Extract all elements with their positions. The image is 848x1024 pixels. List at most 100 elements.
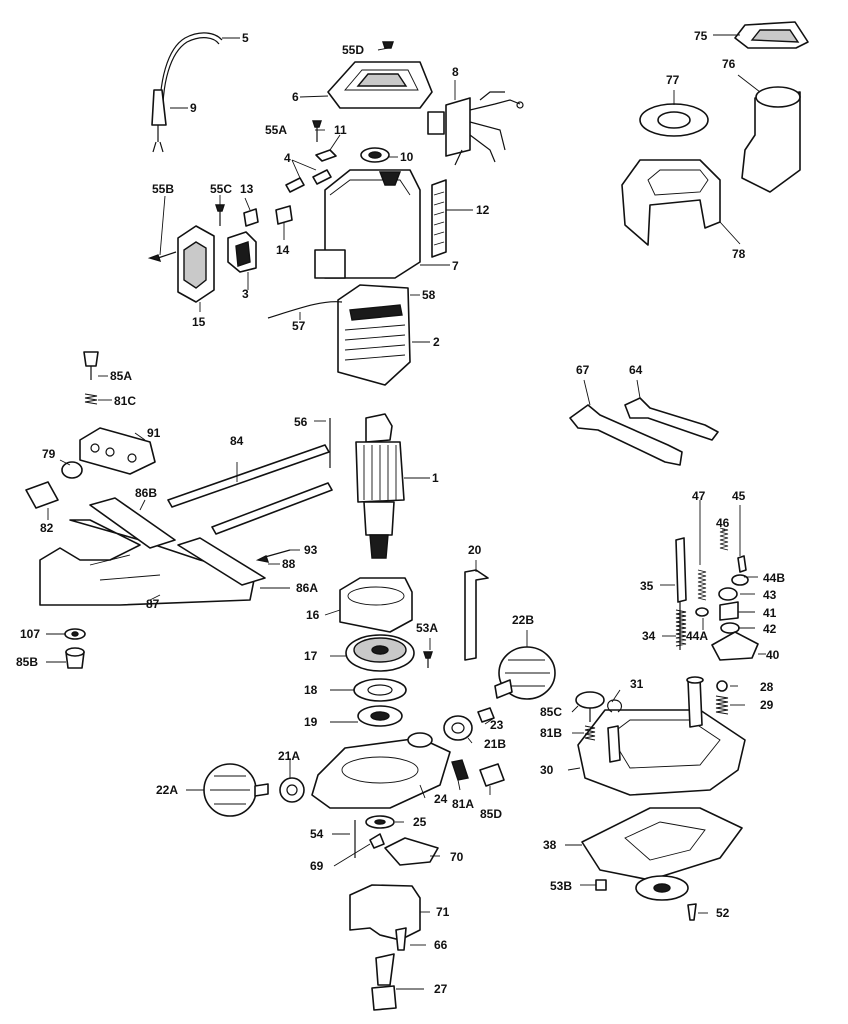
label-22B: 22B bbox=[512, 613, 534, 627]
label-22A: 22A bbox=[156, 783, 178, 797]
label-34: 34 bbox=[642, 629, 656, 643]
armature bbox=[329, 413, 405, 559]
label-28: 28 bbox=[760, 680, 774, 694]
label-2: 2 bbox=[433, 335, 440, 349]
label-56: 56 bbox=[294, 415, 308, 429]
label-81C: 81C bbox=[114, 394, 136, 408]
label-55B: 55B bbox=[152, 182, 174, 196]
label-27: 27 bbox=[434, 982, 448, 996]
label-6: 6 bbox=[292, 90, 299, 104]
label-58: 58 bbox=[422, 288, 436, 302]
label-24: 24 bbox=[434, 792, 448, 806]
fan-baffle bbox=[339, 577, 413, 633]
label-85B: 85B bbox=[16, 655, 38, 669]
depth-stop-parts bbox=[675, 527, 759, 661]
label-35: 35 bbox=[640, 579, 654, 593]
handle-knob-left bbox=[203, 763, 269, 817]
label-10: 10 bbox=[400, 150, 414, 164]
label-81B: 81B bbox=[540, 726, 562, 740]
plunge-base bbox=[575, 676, 746, 796]
collet-parts bbox=[349, 815, 439, 1011]
label-54: 54 bbox=[310, 827, 324, 841]
label-66: 66 bbox=[434, 938, 448, 952]
label-85D: 85D bbox=[480, 807, 502, 821]
label-7: 7 bbox=[452, 259, 459, 273]
label-67: 67 bbox=[576, 363, 590, 377]
label-19: 19 bbox=[304, 715, 318, 729]
guide-rods bbox=[167, 444, 333, 535]
label-107: 107 bbox=[20, 627, 40, 641]
label-21A: 21A bbox=[278, 749, 300, 763]
label-17: 17 bbox=[304, 649, 318, 663]
label-14: 14 bbox=[276, 243, 290, 257]
label-55A: 55A bbox=[265, 123, 287, 137]
stop-parts-left bbox=[64, 628, 86, 669]
label-53A: 53A bbox=[416, 621, 438, 635]
spacer-ring bbox=[353, 678, 407, 702]
label-18: 18 bbox=[304, 683, 318, 697]
label-76: 76 bbox=[722, 57, 736, 71]
handle-collars bbox=[279, 707, 495, 803]
label-77: 77 bbox=[666, 73, 680, 87]
part-labels: 5 9 55D 6 8 55A 11 10 4 55B 55C 13 12 14… bbox=[16, 29, 785, 996]
sub-base bbox=[581, 807, 743, 921]
label-40: 40 bbox=[766, 648, 780, 662]
label-81A: 81A bbox=[452, 797, 474, 811]
label-52: 52 bbox=[716, 906, 730, 920]
label-85C: 85C bbox=[540, 705, 562, 719]
label-38: 38 bbox=[543, 838, 557, 852]
field-stator bbox=[267, 284, 411, 386]
label-30: 30 bbox=[540, 763, 554, 777]
small-hardware-top bbox=[147, 120, 390, 263]
label-70: 70 bbox=[450, 850, 464, 864]
brush-assembly bbox=[427, 91, 524, 166]
label-3: 3 bbox=[242, 287, 249, 301]
label-42: 42 bbox=[763, 622, 777, 636]
motor-base bbox=[311, 732, 505, 809]
label-85A: 85A bbox=[110, 369, 132, 383]
label-20: 20 bbox=[468, 543, 482, 557]
handle-knob-right bbox=[494, 646, 556, 700]
label-84: 84 bbox=[230, 434, 244, 448]
top-cap bbox=[327, 41, 433, 109]
label-91: 91 bbox=[147, 426, 161, 440]
label-41: 41 bbox=[763, 606, 777, 620]
label-21B: 21B bbox=[484, 737, 506, 751]
label-46: 46 bbox=[716, 516, 730, 530]
label-44B: 44B bbox=[763, 571, 785, 585]
label-82: 82 bbox=[40, 521, 54, 535]
label-13: 13 bbox=[240, 182, 254, 196]
label-15: 15 bbox=[192, 315, 206, 329]
label-87: 87 bbox=[146, 597, 160, 611]
label-23: 23 bbox=[490, 718, 504, 732]
label-57: 57 bbox=[292, 319, 306, 333]
label-88: 88 bbox=[282, 557, 296, 571]
label-86B: 86B bbox=[135, 486, 157, 500]
label-55C: 55C bbox=[210, 182, 232, 196]
wrenches bbox=[569, 397, 719, 466]
cooling-fan bbox=[345, 634, 415, 672]
label-78: 78 bbox=[732, 247, 746, 261]
label-9: 9 bbox=[190, 101, 197, 115]
label-25: 25 bbox=[413, 815, 427, 829]
edge-guide-block bbox=[25, 351, 156, 509]
label-71: 71 bbox=[436, 905, 450, 919]
dust-extraction-kit bbox=[621, 21, 809, 246]
label-53B: 53B bbox=[550, 879, 572, 893]
label-47: 47 bbox=[692, 489, 706, 503]
label-5: 5 bbox=[242, 31, 249, 45]
label-55D: 55D bbox=[342, 43, 364, 57]
label-45: 45 bbox=[732, 489, 746, 503]
label-8: 8 bbox=[452, 65, 459, 79]
power-cord bbox=[151, 32, 223, 153]
label-64: 64 bbox=[629, 363, 643, 377]
label-29: 29 bbox=[760, 698, 774, 712]
guide-fence bbox=[39, 497, 291, 606]
label-75: 75 bbox=[694, 29, 708, 43]
leader-lines bbox=[46, 34, 766, 990]
switch-assembly bbox=[177, 225, 257, 303]
label-79: 79 bbox=[42, 447, 56, 461]
label-43: 43 bbox=[763, 588, 777, 602]
motor-housing bbox=[314, 169, 447, 279]
